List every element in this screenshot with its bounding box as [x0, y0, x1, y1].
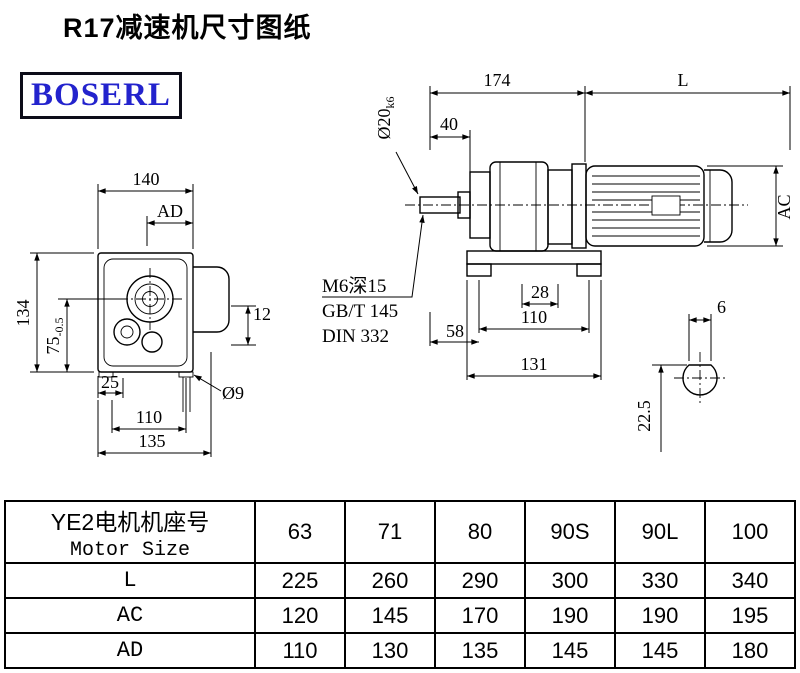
side-thread-note: M6深15 GB/T 145 DIN 332	[322, 214, 425, 347]
size-col-0: 63	[254, 500, 346, 564]
row-AD-label: AD	[4, 632, 256, 669]
row-AD-value-4: 145	[614, 632, 706, 669]
side-dim-110: 110	[478, 280, 590, 333]
front-dim-134: 134	[13, 252, 94, 373]
side-dim-28: 28	[521, 282, 559, 308]
row-L-value-5: 340	[704, 562, 796, 599]
detail-dim-22-5: 22.5	[634, 364, 687, 452]
motor-size-header-cn: YE2电机机座号	[50, 508, 210, 535]
size-col-4: 90L	[614, 500, 706, 564]
side-dim-28-label: 28	[531, 282, 549, 302]
row-L-value-2: 290	[434, 562, 526, 599]
side-dim-174-label: 174	[484, 70, 511, 90]
motor-size-header-en: Motor Size	[69, 538, 191, 562]
front-view-outline	[97, 252, 230, 412]
front-dim-140-label: 140	[133, 169, 160, 189]
side-dim-L: L	[585, 70, 791, 150]
row-L-value-1: 260	[344, 562, 436, 599]
motor-size-table: YE2电机机座号 Motor Size 63 71 80 90S 90L 100…	[4, 500, 796, 669]
table-row-AC: AC 120 145 170 190 190 195	[4, 597, 796, 634]
side-dim-174: 174	[429, 70, 586, 162]
side-view: 174 L 40 Ø20k6 AC	[322, 70, 794, 380]
size-col-5: 100	[704, 500, 796, 564]
row-L-value-4: 330	[614, 562, 706, 599]
row-L-value-3: 300	[524, 562, 616, 599]
row-AC-value-2: 170	[434, 597, 526, 634]
table-row-AD: AD 110 130 135 145 145 180	[4, 632, 796, 669]
side-dim-shaft-label: Ø20k6	[374, 97, 397, 140]
shaft-end-outline	[674, 352, 726, 404]
front-dim-ad: AD	[146, 201, 193, 246]
front-dim-75-tolerance: -0.5	[52, 318, 66, 337]
front-dim-25: 25	[97, 372, 124, 398]
side-dim-131-label: 131	[521, 354, 548, 374]
side-dim-131: 131	[466, 280, 602, 380]
side-dim-110-label: 110	[521, 307, 547, 327]
detail-dim-22-5-label: 22.5	[634, 400, 654, 432]
front-dim-75: 75-0.5	[43, 298, 124, 372]
row-AD-value-3: 145	[524, 632, 616, 669]
front-dim-135-label: 135	[139, 431, 166, 451]
side-dim-40: 40	[430, 114, 471, 192]
thread-note-line3: DIN 332	[322, 326, 389, 347]
row-AD-value-0: 110	[254, 632, 346, 669]
row-AD-value-2: 135	[434, 632, 526, 669]
shaft-end-detail: 6 22.5	[634, 297, 726, 452]
table-row-L: L 225 260 290 300 330 340	[4, 562, 796, 599]
boserl-logo: BOSERL	[20, 72, 182, 119]
front-dim-hole-diameter: Ø9	[193, 374, 244, 403]
page-title: R17减速机尺寸图纸	[63, 13, 312, 43]
front-dim-134-label: 134	[13, 300, 33, 327]
side-dim-shaft-diameter: Ø20k6	[374, 97, 419, 195]
front-dim-ad-label: AD	[157, 201, 183, 221]
front-view: 140 AD 134 75-0.5	[13, 169, 271, 457]
shaft-fit-value: k6	[383, 97, 397, 109]
technical-drawing: 140 AD 134 75-0.5	[13, 70, 794, 457]
side-dim-AC: AC	[707, 165, 794, 247]
row-L-value-0: 225	[254, 562, 346, 599]
side-dim-58-label: 58	[446, 321, 464, 341]
row-AD-value-1: 130	[344, 632, 436, 669]
side-view-outline	[405, 161, 748, 277]
thread-note-line1: M6深15	[322, 275, 386, 297]
detail-dim-6-label: 6	[717, 297, 726, 317]
row-L-label: L	[4, 562, 256, 599]
front-dim-110-label: 110	[136, 407, 162, 427]
size-col-2: 80	[434, 500, 526, 564]
front-dim-12: 12	[231, 304, 271, 346]
motor-size-header-cell: YE2电机机座号 Motor Size	[4, 500, 256, 564]
front-dim-25-label: 25	[101, 372, 119, 392]
row-AC-label: AC	[4, 597, 256, 634]
front-dim-75-label: 75-0.5	[43, 318, 66, 355]
shaft-diameter-value: Ø20	[374, 109, 394, 140]
side-dim-58: 58	[429, 312, 479, 346]
boserl-logo-text: BOSERL	[31, 77, 171, 113]
front-dim-75-value: 75	[43, 337, 63, 355]
side-dim-AC-label: AC	[774, 194, 794, 219]
row-AD-value-5: 180	[704, 632, 796, 669]
row-AC-value-1: 145	[344, 597, 436, 634]
side-dim-L-label: L	[678, 70, 689, 90]
thread-note-line2: GB/T 145	[322, 301, 398, 322]
row-AC-value-5: 195	[704, 597, 796, 634]
size-col-1: 71	[344, 500, 436, 564]
front-dim-hole-label: Ø9	[222, 383, 244, 403]
front-dim-140: 140	[97, 169, 194, 249]
row-AC-value-0: 120	[254, 597, 346, 634]
detail-dim-6: 6	[688, 297, 726, 361]
row-AC-value-3: 190	[524, 597, 616, 634]
row-AC-value-4: 190	[614, 597, 706, 634]
size-col-3: 90S	[524, 500, 616, 564]
front-dim-110: 110	[111, 378, 187, 433]
table-header-row: YE2电机机座号 Motor Size 63 71 80 90S 90L 100	[4, 500, 796, 564]
side-dim-40-label: 40	[440, 114, 458, 134]
front-dim-135: 135	[97, 352, 212, 457]
front-dim-12-label: 12	[253, 304, 271, 324]
